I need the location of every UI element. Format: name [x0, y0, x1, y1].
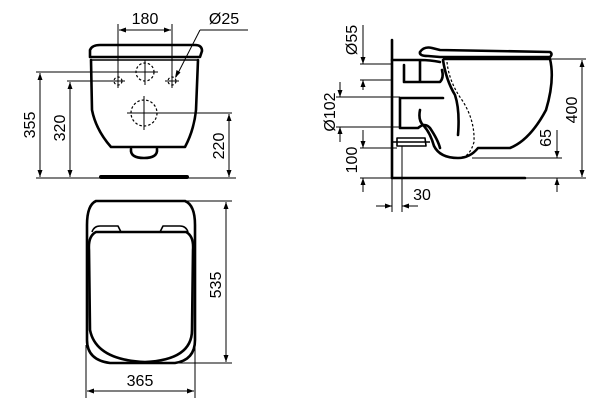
label-535: 535 [208, 272, 225, 299]
dim-fixing-hole-diameter: Ø25 [175, 11, 248, 78]
top-seat-lid [87, 230, 195, 364]
side-outlet-pipe [398, 96, 445, 150]
front-bowl-outline [89, 58, 200, 149]
dim-bowl-height: 400 [525, 58, 586, 179]
label-30: 30 [413, 187, 431, 204]
front-seat-lid [88, 43, 204, 59]
label-d25: Ø25 [209, 11, 239, 28]
label-355: 355 [22, 112, 39, 139]
top-hinge-right [159, 225, 189, 233]
label-d102: Ø102 [322, 92, 339, 131]
label-400: 400 [564, 97, 581, 124]
label-d55: Ø55 [344, 25, 361, 55]
dim-width: 365 [85, 345, 196, 398]
dim-height-320: 320 [52, 80, 111, 177]
dim-wall-offset: 30 [376, 146, 431, 212]
dim-height-220: 220 [187, 114, 236, 179]
label-220: 220 [211, 133, 228, 160]
front-outlet-circle [127, 96, 232, 130]
top-view: 535 365 [85, 199, 232, 398]
dim-bottom-clearance: 65 [472, 129, 562, 192]
dim-length: 535 [160, 200, 232, 364]
label-65: 65 [538, 129, 555, 147]
dim-outlet-height: 100 [344, 130, 397, 192]
side-view: Ø55 Ø102 100 30 [322, 25, 586, 212]
dim-outlet-diameter: Ø102 [322, 82, 400, 142]
side-seat-lid [418, 46, 553, 59]
front-outlet-bulge [129, 147, 159, 160]
front-view: 180 Ø25 355 320 220 [22, 11, 248, 179]
dim-inlet-diameter: Ø55 [344, 25, 392, 90]
side-bottom-fixing [392, 137, 430, 147]
label-180: 180 [132, 11, 159, 28]
side-trap-dashed [446, 61, 475, 158]
label-100: 100 [344, 147, 361, 174]
side-trap-inner [441, 58, 460, 137]
dim-height-355: 355 [22, 71, 136, 179]
side-inlet-connector [390, 58, 444, 84]
label-320: 320 [52, 115, 69, 142]
label-365: 365 [127, 373, 154, 390]
top-hinge-left [91, 225, 122, 233]
